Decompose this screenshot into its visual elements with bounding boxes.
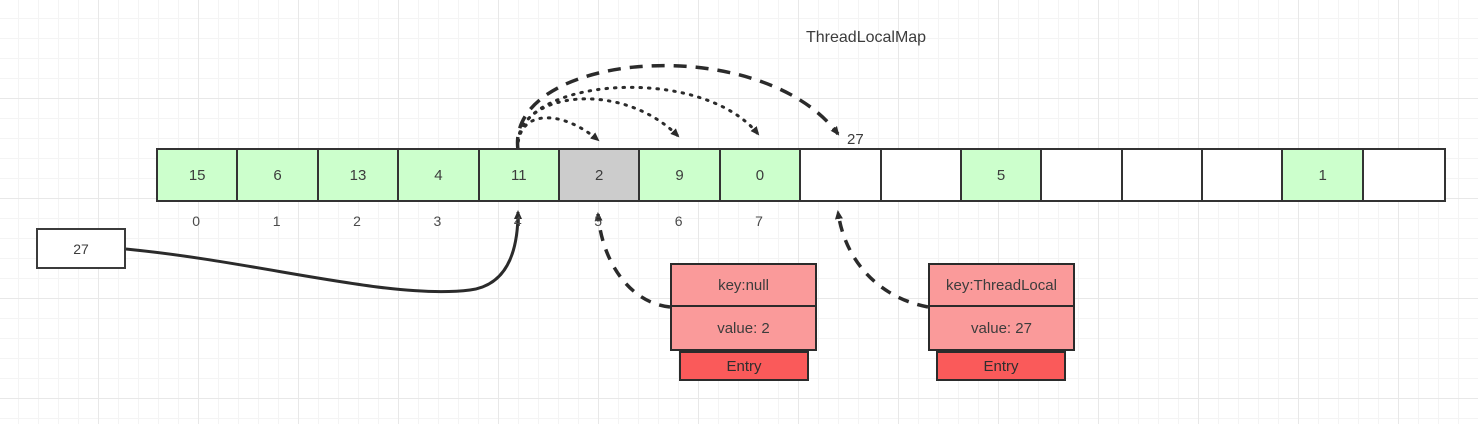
entry-2-tag: Entry (936, 351, 1066, 381)
link-entry2-to-slot8 (835, 210, 929, 309)
array-cell-15[interactable] (1363, 150, 1445, 200)
entry-node-2: key:ThreadLocal value: 27 Entry (928, 263, 1075, 381)
input-value-box[interactable]: 27 (36, 228, 126, 269)
array-index-6: 6 (674, 213, 683, 229)
array-cell-13[interactable] (1203, 150, 1284, 200)
array-cell-10[interactable]: 5 (961, 150, 1043, 200)
array-cell-7[interactable]: 0 (720, 150, 802, 200)
array-cell-1[interactable]: 6 (238, 150, 319, 200)
entry-1-key: key:null (670, 263, 817, 307)
entry-1-value: value: 2 (670, 307, 817, 351)
array-cell-14[interactable]: 1 (1283, 150, 1364, 200)
array-index-0: 0 (192, 213, 201, 229)
array-index-4: 4 (513, 213, 522, 229)
array-index-1: 1 (272, 213, 281, 229)
array-cell-11[interactable] (1042, 150, 1123, 200)
array-cell-6[interactable]: 9 (640, 150, 721, 200)
array-index-3: 3 (433, 213, 442, 229)
array-cell-5[interactable]: 2 (559, 150, 641, 200)
entry-1-tag: Entry (679, 351, 809, 381)
array-index-5: 5 (594, 213, 603, 229)
diagram-title: ThreadLocalMap (806, 29, 927, 46)
entry-2-value: value: 27 (928, 307, 1075, 351)
arc-insert-8 (516, 63, 840, 151)
array-cell-12[interactable] (1122, 150, 1204, 200)
entry-node-1: key:null value: 2 Entry (670, 263, 817, 381)
arc-rehash-5 (516, 116, 600, 152)
array-cell-2[interactable]: 13 (318, 150, 400, 200)
arc-rehash-7 (516, 85, 760, 152)
entry-2-key: key:ThreadLocal (928, 263, 1075, 307)
array-cell-9[interactable] (881, 150, 962, 200)
array-index-2: 2 (353, 213, 361, 229)
hash-table-array: 15 6 13 4 11 2 9 0 5 1 (156, 148, 1447, 202)
array-cell-0[interactable]: 15 (158, 150, 239, 200)
array-cell-3[interactable]: 4 (399, 150, 480, 200)
arc-rehash-6 (516, 97, 680, 152)
array-cell-4[interactable]: 11 (479, 150, 560, 200)
insert-pointer-label: 27 (847, 131, 864, 148)
array-cell-8[interactable] (801, 150, 882, 200)
array-index-7: 7 (755, 213, 763, 229)
